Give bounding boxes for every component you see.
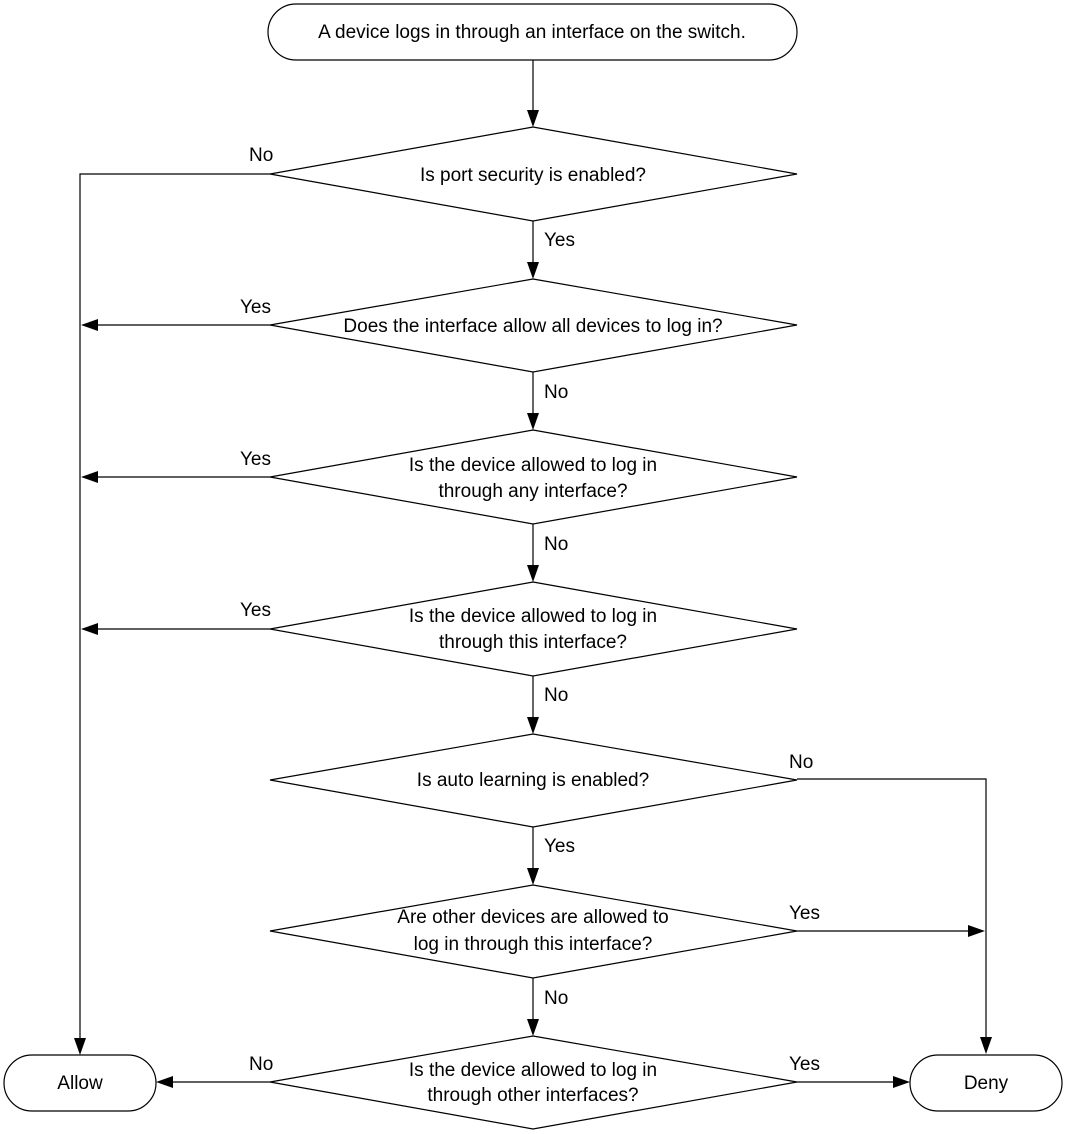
decision-any-interface-label-line1: Is the device allowed to log in — [409, 455, 657, 476]
edge-label-d6-yes: Yes — [789, 903, 820, 924]
edge-label-d5-yes: Yes — [544, 836, 575, 857]
edge-label-d1-yes: Yes — [544, 230, 575, 251]
terminal-allow: Allow — [3, 1054, 157, 1112]
edge-label-d4-no: No — [544, 685, 568, 706]
edge-label-d5-no: No — [789, 752, 813, 773]
decision-auto-learning-label: Is auto learning is enabled? — [417, 770, 649, 791]
terminal-deny-shape — [909, 1054, 1063, 1112]
decision-other-devices-label-line1: Are other devices are allowed to — [397, 907, 668, 928]
terminal-start: A device logs in through an interface on… — [267, 3, 798, 61]
decision-interface-allow-all-shape — [269, 278, 798, 373]
decision-other-interfaces-label-line2: through other interfaces? — [427, 1085, 638, 1106]
decision-this-interface: Is the device allowed to log in through … — [269, 581, 798, 677]
decision-this-interface-label-line2: through this interface? — [439, 632, 627, 653]
edge-label-d1-no: No — [249, 145, 273, 166]
decision-other-interfaces-label-line1: Is the device allowed to log in — [409, 1060, 657, 1081]
arrowhead-deny-side — [893, 1076, 910, 1088]
decision-port-security-shape — [269, 126, 798, 222]
terminal-start-shape — [267, 3, 798, 61]
decision-any-interface: Is the device allowed to log in through … — [269, 429, 798, 525]
decision-any-interface-label-line2: through any interface? — [438, 481, 627, 502]
arrowhead-d7 — [527, 1019, 539, 1036]
decision-auto-learning: Is auto learning is enabled? — [269, 733, 798, 828]
arrowhead-bus-d2 — [81, 319, 98, 331]
decision-port-security: Is port security is enabled? — [269, 126, 798, 222]
arrowhead-d2 — [527, 262, 539, 279]
decision-this-interface-shape — [269, 581, 798, 677]
connector-d5-no-bus — [797, 778, 987, 1038]
decision-other-devices-label-line2: log in through this interface? — [414, 934, 653, 955]
decision-other-interfaces-shape — [269, 1035, 798, 1130]
decision-other-devices-shape — [269, 884, 798, 979]
arrowheads — [74, 110, 992, 1088]
edge-labels: No Yes Yes No Yes No Yes No No Yes Yes N… — [240, 145, 820, 1075]
arrowhead-d4 — [527, 565, 539, 582]
arrowhead-deny-top — [980, 1037, 992, 1054]
arrowhead-bus-d4 — [81, 623, 98, 635]
terminal-allow-shape — [3, 1054, 157, 1112]
decision-other-interfaces: Is the device allowed to log in through … — [269, 1035, 798, 1130]
edge-label-d3-no: No — [544, 534, 568, 555]
decision-interface-allow-all: Does the interface allow all devices to … — [269, 278, 798, 373]
connectors — [79, 60, 987, 1083]
arrowhead-d1 — [527, 110, 539, 127]
arrowhead-d3 — [527, 413, 539, 430]
arrowhead-allow-top — [74, 1038, 86, 1055]
decision-interface-allow-all-label: Does the interface allow all devices to … — [343, 316, 722, 337]
edge-label-d4-yes: Yes — [240, 600, 271, 621]
edge-label-d2-yes: Yes — [240, 297, 271, 318]
arrowhead-allow-side — [156, 1076, 173, 1088]
terminal-deny: Deny — [909, 1054, 1063, 1112]
terminal-deny-label: Deny — [964, 1073, 1009, 1094]
decision-this-interface-label-line1: Is the device allowed to log in — [409, 606, 657, 627]
arrowhead-bus-d3 — [81, 471, 98, 483]
decision-any-interface-shape — [269, 429, 798, 525]
connector-d1-no-bus — [79, 173, 270, 1040]
decision-port-security-label: Is port security is enabled? — [420, 165, 646, 186]
arrowhead-bus-d6 — [968, 925, 985, 937]
terminal-allow-label: Allow — [57, 1073, 103, 1094]
decision-other-devices: Are other devices are allowed to log in … — [269, 884, 798, 979]
edge-label-d2-no: No — [544, 382, 568, 403]
edge-label-d7-no: No — [249, 1054, 273, 1075]
edge-label-d6-no: No — [544, 988, 568, 1009]
arrowhead-d6 — [527, 868, 539, 885]
decision-auto-learning-shape — [269, 733, 798, 828]
arrowhead-d5 — [527, 717, 539, 734]
edge-label-d3-yes: Yes — [240, 449, 271, 470]
terminal-start-label: A device logs in through an interface on… — [318, 22, 746, 43]
edge-label-d7-yes: Yes — [789, 1054, 820, 1075]
